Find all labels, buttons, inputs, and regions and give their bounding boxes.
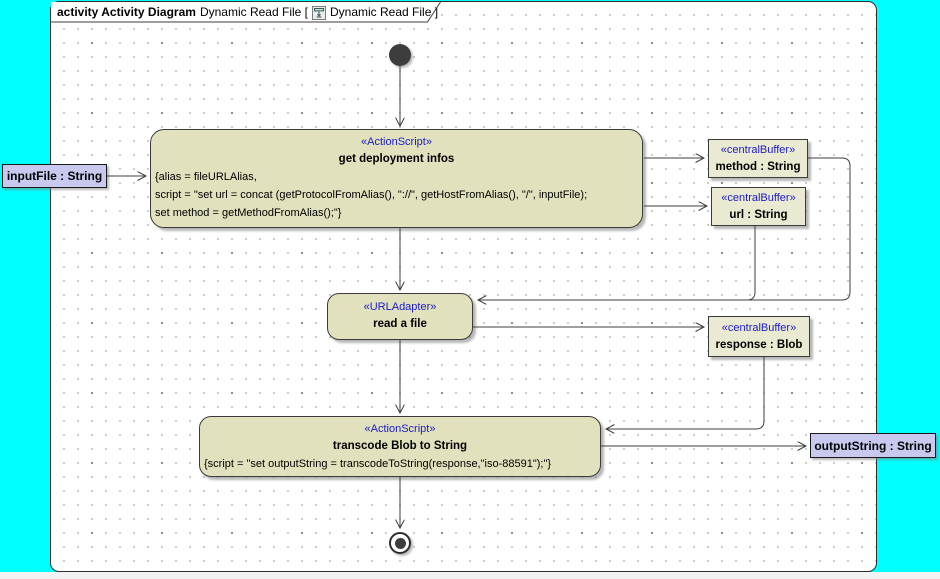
action-stereotype: «URLAdapter» [363, 301, 437, 313]
central-buffer-url[interactable]: «centralBuffer» url : String [711, 187, 806, 226]
object-node-outputstring[interactable]: outputString : String [810, 433, 936, 458]
frame-title-keyword: activity Activity Diagram [57, 5, 196, 19]
buffer-stereotype: «centralBuffer» [720, 143, 796, 156]
central-buffer-response[interactable]: «centralBuffer» response : Blob [708, 316, 810, 357]
action-name: get deployment infos [338, 153, 455, 165]
object-node-inputfile[interactable]: inputFile : String [2, 164, 107, 188]
central-buffer-method[interactable]: «centralBuffer» method : String [708, 139, 808, 178]
action-name: read a file [373, 318, 427, 330]
action-body-line: {script = "set outputString = transcodeT… [204, 458, 552, 470]
canvas-bottom-margin [0, 572, 940, 579]
frame-title-view: Dynamic Read File ] [330, 5, 439, 19]
buffer-stereotype: «centralBuffer» [721, 191, 796, 204]
action-stereotype: «ActionScript» [361, 136, 432, 148]
frame-title: activity Activity Diagram Dynamic Read F… [57, 2, 438, 22]
buffer-name: response : Blob [715, 338, 803, 351]
frame-title-context: Dynamic Read File [ [199, 5, 308, 19]
object-node-label: inputFile : String [6, 169, 103, 183]
activity-frame[interactable] [50, 1, 877, 572]
buffer-name: url : String [729, 208, 788, 221]
action-body-line: set method = getMethodFromAlias();"} [155, 207, 342, 219]
object-node-label: outputString : String [814, 438, 932, 453]
action-body-line: {alias = fileURLAlias, [155, 171, 257, 183]
action-stereotype: «ActionScript» [364, 423, 436, 435]
action-body-line: script = "set url = concat (getProtocolF… [155, 189, 588, 201]
activity-final-node-dot [394, 537, 406, 549]
initial-node[interactable] [389, 44, 411, 66]
action-get-deployment-infos[interactable]: «ActionScript» get deployment infos {ali… [150, 129, 643, 228]
action-read-a-file[interactable]: «URLAdapter» read a file [327, 293, 473, 340]
activity-diagram-icon [312, 5, 326, 20]
action-transcode-blob-to-string[interactable]: «ActionScript» transcode Blob to String … [199, 416, 601, 477]
activity-final-node[interactable] [389, 532, 411, 554]
action-name: transcode Blob to String [332, 440, 468, 452]
buffer-stereotype: «centralBuffer» [721, 321, 797, 334]
buffer-name: method : String [715, 160, 801, 173]
